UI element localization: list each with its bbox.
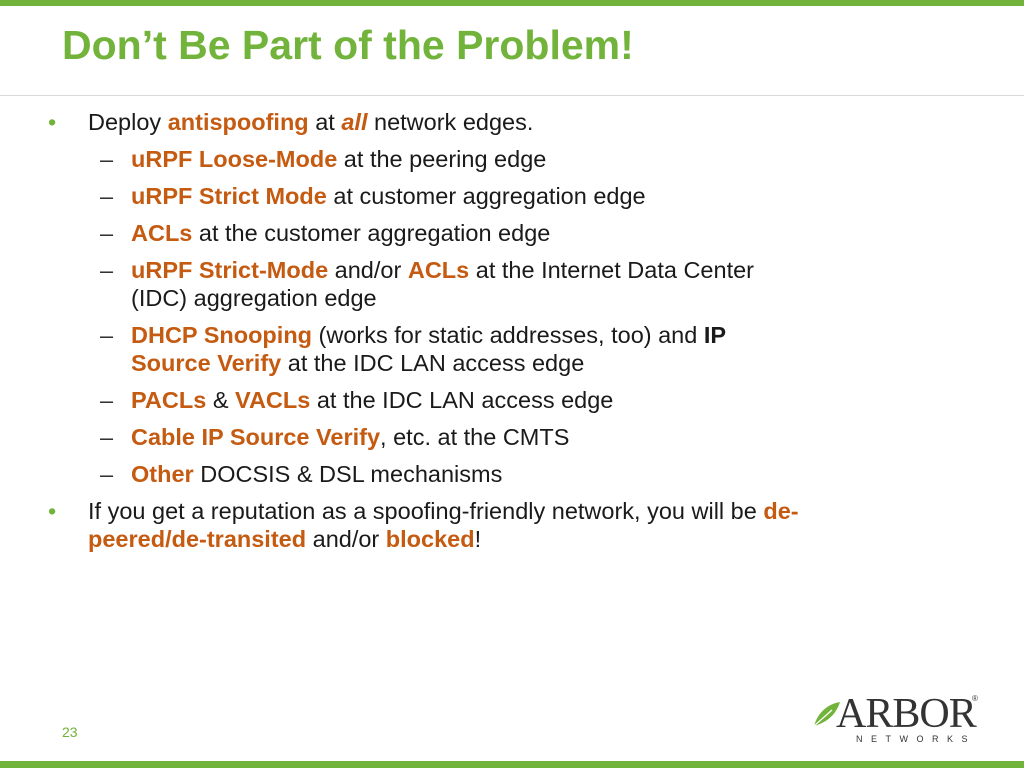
highlight: ACLs: [407, 257, 470, 283]
sub-bullet-item: – Other DOCSIS & DSL mechanisms: [48, 460, 968, 488]
dash-icon: –: [100, 387, 114, 413]
text: at the IDC LAN access edge: [310, 387, 614, 413]
text: and/or: [306, 526, 386, 552]
bullet-item: • If you get a reputation as a spoofing-…: [48, 497, 968, 553]
sub-bullet-item: – PACLs & VACLs at the IDC LAN access ed…: [48, 386, 968, 414]
page-number: 23: [62, 724, 78, 740]
highlight: VACLs: [235, 387, 311, 413]
text: at: [308, 109, 342, 135]
sub-bullet-item: – uRPF Strict-Mode and/or ACLs at the In…: [48, 256, 968, 312]
bold-text: IP: [703, 322, 727, 348]
text: at customer aggregation edge: [326, 183, 646, 209]
dash-icon: –: [100, 183, 114, 209]
text: (works for static addresses, too) and: [312, 322, 704, 348]
text: !: [474, 526, 482, 552]
slide-content: • Deploy antispoofing at all network edg…: [48, 108, 968, 562]
highlight: Source Verify: [131, 350, 282, 376]
slide-title: Don’t Be Part of the Problem!: [62, 22, 634, 68]
highlight: peered/de-transited: [88, 526, 307, 552]
title-divider: [0, 95, 1024, 96]
highlight: Other: [131, 461, 194, 487]
text: at the Internet Data Center: [469, 257, 754, 283]
text: DOCSIS & DSL mechanisms: [193, 461, 503, 487]
text: Deploy: [88, 109, 168, 135]
highlight: DHCP Snooping: [131, 322, 313, 348]
bullet-item: • Deploy antispoofing at all network edg…: [48, 108, 968, 136]
text: at the customer aggregation edge: [192, 220, 551, 246]
bottom-accent-bar: [0, 761, 1024, 768]
text: at the IDC LAN access edge: [281, 350, 585, 376]
highlight: uRPF Loose-Mode: [131, 146, 338, 172]
highlight: PACLs: [131, 387, 207, 413]
highlight: de-: [763, 498, 799, 524]
dash-icon: –: [100, 257, 114, 283]
text: , etc. at the CMTS: [380, 424, 570, 450]
arbor-networks-logo: ARBOR ® NETWORKS: [812, 690, 982, 750]
text: network edges.: [367, 109, 534, 135]
dash-icon: –: [100, 424, 114, 450]
highlight: blocked: [385, 526, 475, 552]
sub-bullet-item: – uRPF Loose-Mode at the peering edge: [48, 145, 968, 173]
dash-icon: –: [100, 220, 114, 246]
sub-bullet-item: – DHCP Snooping (works for static addres…: [48, 321, 968, 377]
text: (IDC) aggregation edge: [131, 285, 377, 311]
bullet-icon: •: [48, 109, 57, 135]
text: &: [206, 387, 236, 413]
highlight: ACLs: [131, 220, 193, 246]
highlight: uRPF Strict Mode: [131, 183, 327, 209]
text: If you get a reputation as a spoofing-fr…: [88, 498, 764, 524]
registered-mark: ®: [972, 694, 978, 703]
highlight: uRPF Strict-Mode: [131, 257, 329, 283]
dash-icon: –: [100, 322, 114, 348]
text: at the peering edge: [337, 146, 547, 172]
logo-subtitle: NETWORKS: [856, 734, 977, 744]
leaf-icon: [813, 702, 840, 727]
bullet-icon: •: [48, 498, 57, 524]
dash-icon: –: [100, 461, 114, 487]
top-accent-bar: [0, 0, 1024, 6]
sub-bullet-item: – Cable IP Source Verify, etc. at the CM…: [48, 423, 968, 451]
emphasis: all: [341, 109, 368, 135]
logo-wordmark: ARBOR: [836, 691, 977, 737]
highlight: Cable IP Source Verify: [131, 424, 381, 450]
sub-bullet-item: – uRPF Strict Mode at customer aggregati…: [48, 182, 968, 210]
text: and/or: [328, 257, 408, 283]
dash-icon: –: [100, 146, 114, 172]
sub-bullet-item: – ACLs at the customer aggregation edge: [48, 219, 968, 247]
highlight: antispoofing: [167, 109, 309, 135]
